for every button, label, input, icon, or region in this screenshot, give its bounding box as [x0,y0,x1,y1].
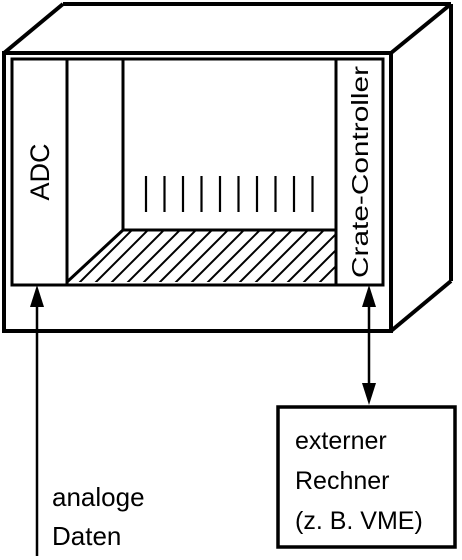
external-computer-line2: Rechner [295,467,390,495]
analog-data-label-line1: analoge [52,482,145,512]
crate-front-face [2,51,393,333]
floor-hatch-line [247,230,315,282]
adc-module-body [10,57,69,287]
floor-hatch-line [103,230,171,282]
crate-controller-body [334,57,385,287]
crate-bottom-right-edge [389,279,453,333]
link-arrowhead-up [362,285,376,307]
external-computer-box [276,405,457,549]
analog-input-arrow [30,285,44,556]
floor-hatch-line [135,230,203,282]
floor-hatch-line [295,230,336,282]
analog-data-label-line2: Daten [52,521,121,551]
crate-controller-module: Crate-Controller [334,57,385,287]
link-arrowhead-down [362,383,376,405]
adc-label: ADC [25,143,55,200]
controller-computer-link [362,285,376,405]
floor-hatch-line [311,230,336,282]
floor-hatch-line [231,230,299,282]
crate-top-left-edge [2,2,65,55]
floor-hatch-line [376,224,442,290]
floor-hatch-line [71,230,139,282]
external-computer-line3: (z. B. VME) [295,507,423,535]
crate-top-right-edge [389,2,453,55]
floor-hatch-line [87,230,155,282]
external-computer: externer Rechner (z. B. VME) [276,405,457,549]
floor-hatch-line [119,230,187,282]
floor-hatch-line [215,230,283,282]
floor-hatch-line [167,230,235,282]
interior-floor-edge [65,228,125,284]
crate-controller-label: Crate-Controller [347,66,373,278]
floor-hatch-line [199,230,267,282]
floor-hatch-line [263,230,331,282]
floor-hatch-line [183,230,251,282]
adc-module: ADC [10,57,69,287]
crate-housing [2,2,453,333]
external-computer-line1: externer [295,427,387,455]
analog-input-arrowhead [30,285,44,307]
backplane-connectors [144,176,314,212]
floor-hatch-line [151,230,219,282]
